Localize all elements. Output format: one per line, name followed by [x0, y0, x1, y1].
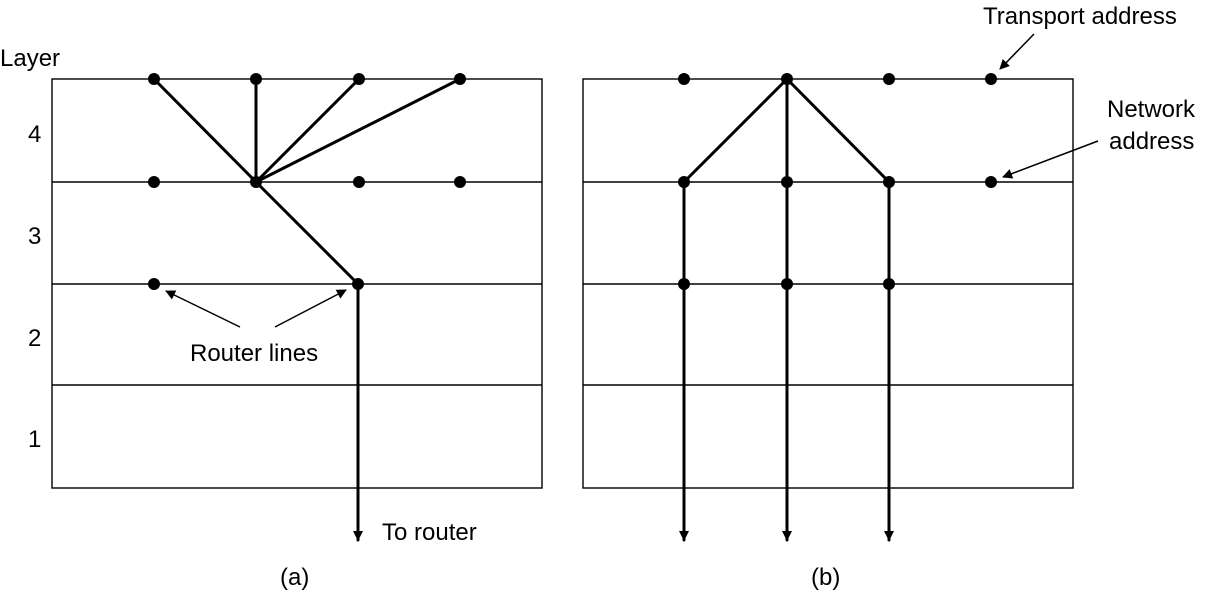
panel-b-address-dot — [678, 176, 690, 188]
network-address-label-line1: Network — [1107, 96, 1196, 123]
network-address-pointer — [1002, 140, 1099, 179]
panel-b-address-dot — [781, 176, 793, 188]
layer-number-3: 3 — [28, 223, 41, 250]
panel-b-link — [682, 77, 789, 184]
panel-a-router-line-dot — [352, 278, 364, 290]
panel-b-transport-address-dot — [985, 73, 997, 85]
layer-header: Layer — [0, 45, 60, 72]
layer-number-1: 1 — [28, 426, 41, 453]
panel-b-address-dot — [883, 278, 895, 290]
panel-b: Transport address Network address (b) — [582, 3, 1196, 590]
panel-a-address-dot — [148, 176, 160, 188]
network-address-label-line2: address — [1109, 128, 1194, 155]
panel-a-address-dot — [454, 176, 466, 188]
transport-address-label: Transport address — [983, 3, 1177, 30]
router-lines-pointer — [165, 290, 241, 328]
panel-a-router-line-dot — [148, 278, 160, 290]
panel-a-address-dot — [250, 73, 262, 85]
panel-b-link — [785, 77, 891, 184]
to-router-label: To router — [382, 519, 477, 546]
panel-b-address-dot — [781, 278, 793, 290]
panel-a-link — [254, 180, 360, 286]
panel-a-address-dot — [353, 73, 365, 85]
router-lines-label: Router lines — [190, 340, 318, 367]
panel-a-address-dot — [250, 176, 262, 188]
caption-a: (a) — [280, 564, 309, 590]
panel-a-address-dot — [148, 73, 160, 85]
panel-a: Router lines To router (a) — [51, 73, 543, 590]
panel-a-link — [254, 77, 361, 184]
panel-b-address-dot — [781, 73, 793, 85]
panel-a-link — [254, 77, 462, 184]
layer-number-4: 4 — [28, 121, 41, 148]
layer-number-2: 2 — [28, 325, 41, 352]
caption-b: (b) — [811, 564, 840, 590]
panel-b-network-address-dot — [985, 176, 997, 188]
panel-b-address-dot — [883, 176, 895, 188]
panel-a-address-dot — [454, 73, 466, 85]
panel-b-address-dot — [883, 73, 895, 85]
panel-b-address-dot — [678, 73, 690, 85]
panel-b-address-dot — [678, 278, 690, 290]
transport-address-pointer — [999, 33, 1035, 70]
router-lines-pointer — [274, 289, 347, 328]
panel-a-address-dot — [353, 176, 365, 188]
panel-a-link — [152, 77, 258, 184]
